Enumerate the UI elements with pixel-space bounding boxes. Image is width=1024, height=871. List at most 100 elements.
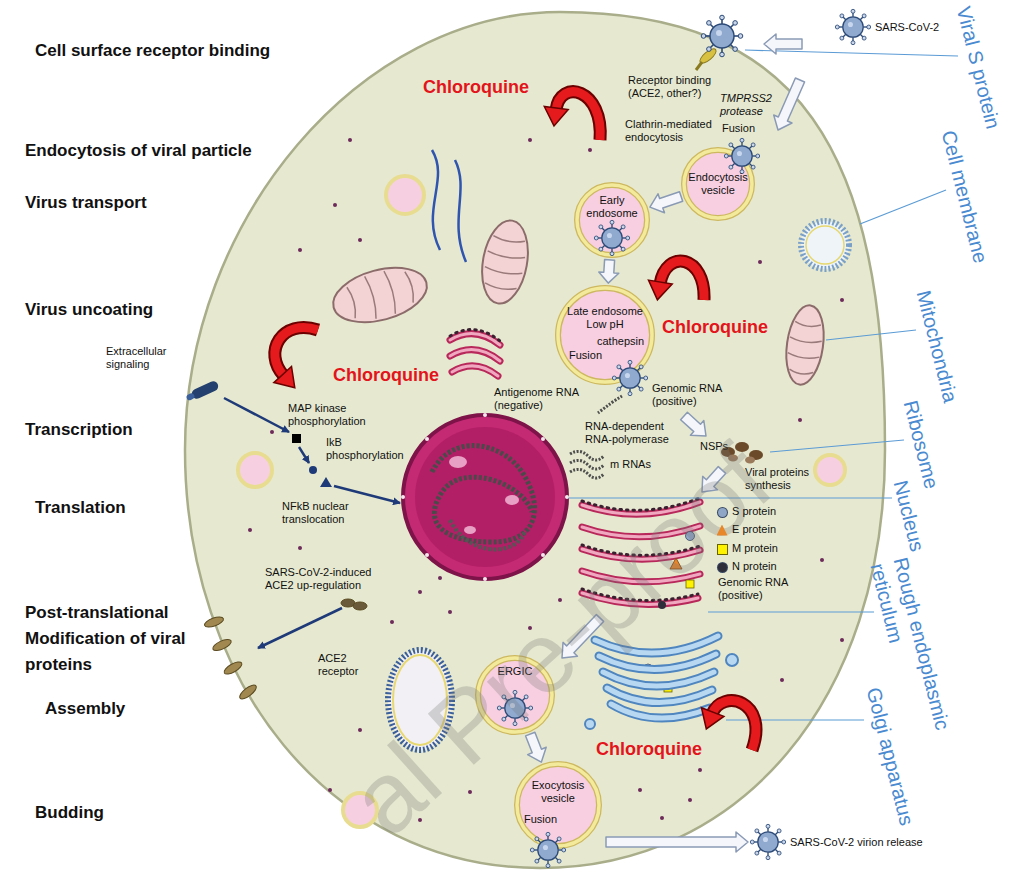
mitochondrion xyxy=(476,217,534,307)
vesicle-shape xyxy=(558,288,652,382)
leader-line xyxy=(770,440,904,452)
cytoplasm-dots xyxy=(358,728,362,732)
cytoplasm-dots xyxy=(348,138,352,142)
vesicle-node: Clathrin-mediated endocytosisEndocytosis… xyxy=(681,147,755,221)
signal-receptor xyxy=(292,434,301,443)
nucleus xyxy=(483,577,487,581)
cytoplasm-dots xyxy=(588,148,592,152)
small-vesicle xyxy=(238,453,272,487)
nucleus xyxy=(505,495,519,505)
nucleus xyxy=(565,495,569,499)
inhibition-arrowhead xyxy=(274,366,295,387)
rough-er xyxy=(450,350,500,361)
stage-label: Budding xyxy=(35,800,104,826)
vesicle-node: Exocytosis vesicleFusion xyxy=(514,761,602,849)
mitochondrion xyxy=(476,217,534,307)
virus-particle xyxy=(750,824,785,859)
host-receptor xyxy=(696,62,702,70)
stage-label: Cell surface receptor binding xyxy=(35,38,270,64)
cytoplasm-dots xyxy=(438,576,442,580)
legend-label: E protein xyxy=(732,523,776,536)
annotation-text: Genomic RNA (positive) xyxy=(718,576,796,602)
annotation-text: MAP kinase phosphorylation xyxy=(288,402,383,428)
virus-particle xyxy=(701,15,743,57)
cytoplasm-dots xyxy=(688,798,692,802)
cytoskeleton-filament xyxy=(432,150,466,262)
stage-label: Virus transport xyxy=(25,190,147,216)
golgi-apparatus xyxy=(726,654,738,666)
stage-label: Endocytosis of viral particle xyxy=(25,138,252,164)
nucleus xyxy=(403,415,567,579)
cytoplasm-dots xyxy=(798,418,802,422)
vesicle-node: Late endosome Low pH cathepsinFusion xyxy=(555,285,655,385)
rough-er xyxy=(450,350,500,361)
leader-line xyxy=(726,719,864,720)
virus-particle xyxy=(530,832,565,867)
nucleus xyxy=(464,526,476,534)
mitochondrion xyxy=(327,258,433,331)
cytoplasm-dots xyxy=(758,260,762,264)
cytoplasm-dots xyxy=(418,590,422,594)
vesicle-shape xyxy=(577,185,647,255)
cytoplasm-dots xyxy=(358,238,362,242)
nucleus xyxy=(450,520,525,549)
vesicle-shape xyxy=(574,182,650,258)
nucleus xyxy=(449,456,467,468)
vesicle-label: Early endosome xyxy=(582,194,642,220)
rna-strand xyxy=(570,451,604,460)
inhibition-arrow xyxy=(712,701,756,750)
legend-swatch xyxy=(718,545,727,554)
mitochondrion xyxy=(482,235,528,292)
legend-swatch xyxy=(718,508,727,517)
legend-label: N protein xyxy=(732,560,777,573)
flow-arrow xyxy=(599,260,619,284)
vesicle-label: Late endosome Low pH xyxy=(565,305,645,331)
cytoplasm-dots xyxy=(333,203,337,207)
golgi-apparatus xyxy=(603,672,714,686)
vesicle-label: Fusion xyxy=(524,813,564,826)
annotation-text: TMPRSS2 protease xyxy=(720,92,780,118)
nucleus xyxy=(483,413,487,417)
structure-label: Viral S protein xyxy=(952,4,1006,131)
cell-outline xyxy=(185,12,885,868)
virus-particle xyxy=(724,138,759,173)
process-arrow xyxy=(764,34,802,54)
annotation-text: Fusion xyxy=(722,122,755,135)
drug-label: Chloroquine xyxy=(662,316,768,338)
flow-arrow xyxy=(650,192,683,213)
vesicle-label: Fusion xyxy=(569,349,609,362)
mitochondrion xyxy=(327,258,433,331)
nucleus xyxy=(541,553,545,557)
small-vesicle xyxy=(815,455,845,485)
process-arrow xyxy=(562,34,805,852)
rna-strand xyxy=(570,469,604,478)
annotation-text: SARS-CoV-2-induced ACE2 up-regulation xyxy=(265,566,390,592)
nucleus xyxy=(541,437,545,441)
signal-receptor xyxy=(185,380,220,403)
cytoplasm-dots xyxy=(820,558,824,562)
vesicle-label: cathepsin xyxy=(597,335,647,348)
golgi-apparatus xyxy=(607,688,712,703)
stage-label: Assembly xyxy=(45,696,125,722)
inhibition-arrow xyxy=(660,261,704,300)
cytoplasm-dots xyxy=(298,248,302,252)
stage-label: Translation xyxy=(35,495,126,521)
nucleus xyxy=(401,495,405,499)
rough-er xyxy=(452,366,498,376)
nucleus xyxy=(401,413,569,581)
golgi-apparatus xyxy=(611,704,710,718)
legend-swatch xyxy=(718,563,727,572)
annotation-text: SARS-CoV-2 xyxy=(875,21,939,34)
ace2-receptor xyxy=(211,637,233,653)
membrane-vesicle xyxy=(806,226,844,264)
drug-label: Chloroquine xyxy=(423,76,529,98)
vesicle-shape xyxy=(514,761,602,849)
annotation-text: RNA-dependent RNA-polymerase xyxy=(585,420,673,446)
ace2-receptor xyxy=(353,602,367,610)
leader-line xyxy=(826,330,916,340)
mitochondrion xyxy=(782,303,829,387)
vesicle-label: Clathrin-mediated endocytosis xyxy=(625,118,717,144)
annotation-text: Antigenome RNA (negative) xyxy=(494,386,586,412)
golgi-apparatus xyxy=(607,688,712,703)
cytoplasm-dots xyxy=(780,678,784,682)
